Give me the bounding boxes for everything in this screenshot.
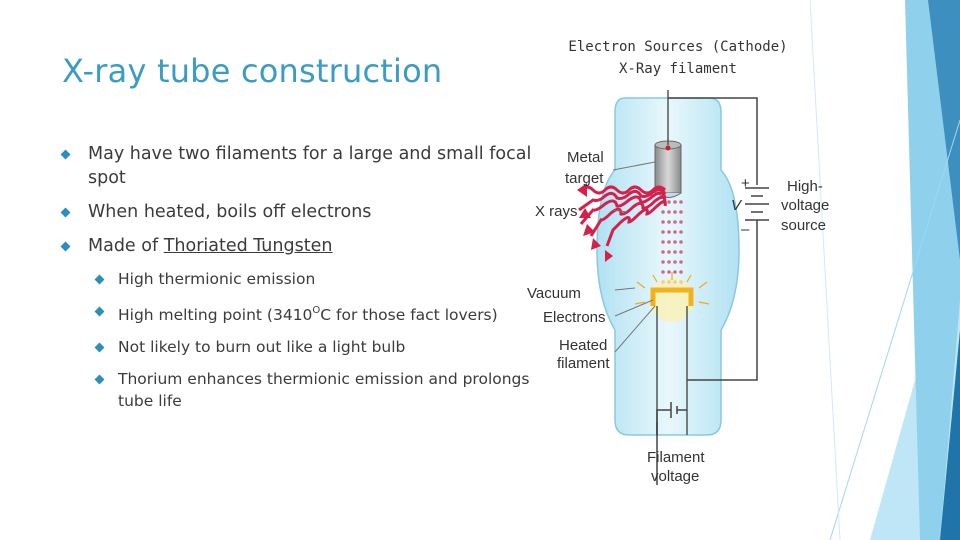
xray-arrowheads [577,183,613,262]
high-voltage-circuit [668,97,769,381]
label-electrons: Electrons [543,309,606,326]
diamond-bullet-icon [60,241,71,252]
leader-lines [612,161,656,353]
sub-bullet-text: Not likely to burn out like a light bulb [118,338,406,356]
decor-line-1 [829,119,960,540]
sub-bullet-text: Thorium enhances thermionic emission and… [118,370,530,410]
label-filament-voltage-2: voltage [651,468,699,485]
label-voltage: voltage [781,197,829,214]
sub-bullet-item: Not likely to burn out like a light bulb [62,336,532,358]
decor-line-2 [810,0,841,540]
label-xrays: X rays [535,203,578,220]
figure-caption: Electron Sources (Cathode) X-Ray filamen… [548,36,808,80]
xray-tube-diagram: Metal target X rays Vacuum Electrons Hea… [527,90,829,485]
label-minus: – [741,221,750,238]
dark-blue-corner [940,330,960,540]
sub-bullet-text-before: High melting point (3410 [118,306,313,324]
sub-bullet-text-after: C for those fact lovers) [320,306,498,324]
slide-title: X-ray tube construction [62,52,443,90]
dark-blue-shape [928,0,960,260]
xray-arrows [578,185,667,247]
diamond-bullet-icon [60,149,71,160]
diamond-bullet-icon [94,342,105,353]
label-plus: + [741,175,750,192]
metal-target [654,144,682,194]
decorative-side-panel [810,0,960,540]
sub-bullet-item: High thermionic emission [62,268,532,290]
label-vacuum: Vacuum [527,285,581,302]
filament-battery [656,402,687,485]
label-target: target [565,170,604,187]
label-filament-voltage-1: Filament [647,449,705,466]
sub-bullet-item: High melting point (3410OC for those fac… [62,300,532,326]
label-heated: Heated [559,337,607,354]
caption-line-1: Electron Sources (Cathode) [568,39,788,55]
bullet-text-prefix: Made of [88,236,164,256]
bullet-item: May have two filaments for a large and s… [60,142,532,190]
sub-bullet-item: Thorium enhances thermionic emission and… [62,368,532,412]
bullet-text: May have two filaments for a large and s… [88,144,532,188]
label-metal: Metal [567,149,604,166]
bullet-item: When heated, boils off electrons [60,200,532,224]
sub-bullet-text: High thermionic emission [118,270,316,288]
label-filament: filament [557,355,610,372]
degree-superscript: O [312,305,321,316]
diamond-bullet-icon [94,306,105,317]
diamond-bullet-icon [94,374,105,385]
heated-filament [634,272,710,322]
label-high: High- [787,178,823,195]
bullet-list: May have two filaments for a large and s… [60,142,532,422]
label-v: V [731,197,743,214]
bullet-text: When heated, boils off electrons [88,202,372,222]
label-source: source [781,217,826,234]
caption-line-2: X-Ray filament [618,61,737,77]
bullet-text-underlined: Thoriated Tungsten [163,236,333,256]
diamond-bullet-icon [60,207,71,218]
diamond-bullet-icon [94,274,105,285]
bullet-item: Made of Thoriated Tungsten [60,234,532,258]
